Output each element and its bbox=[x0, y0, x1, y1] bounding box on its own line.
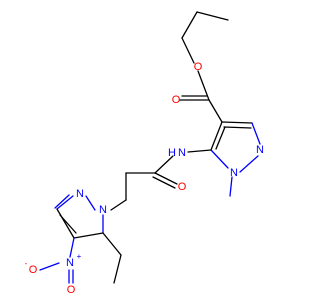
bond bbox=[56, 195, 74, 210]
bond bbox=[210, 149, 229, 169]
charge-plus: + bbox=[77, 252, 82, 261]
bond bbox=[69, 237, 75, 258]
bond bbox=[196, 11, 229, 21]
bond bbox=[215, 126, 226, 150]
bond bbox=[56, 208, 75, 239]
bond bbox=[181, 37, 195, 64]
atom-label-o: O bbox=[67, 284, 76, 296]
bond bbox=[251, 122, 261, 145]
bond bbox=[110, 199, 127, 211]
bond bbox=[154, 155, 174, 174]
bond bbox=[154, 172, 178, 185]
bond bbox=[239, 155, 259, 173]
atom-label-n: N bbox=[76, 188, 84, 200]
bond bbox=[59, 214, 77, 234]
bond bbox=[223, 126, 252, 129]
atom-label-n: N bbox=[178, 147, 186, 159]
charge-minus: - bbox=[25, 259, 28, 268]
bond bbox=[208, 99, 223, 123]
atom-label-o: O bbox=[178, 181, 187, 193]
bond bbox=[221, 121, 253, 124]
bond bbox=[85, 195, 96, 211]
bond bbox=[187, 149, 212, 153]
atom-label-n: N bbox=[230, 167, 238, 179]
molecule-structure: O O N N N H O N N N + O - O bbox=[25, 11, 264, 296]
atom-label-n: N bbox=[99, 204, 107, 216]
bond bbox=[181, 11, 198, 39]
bond bbox=[210, 121, 223, 151]
bond bbox=[73, 232, 104, 239]
molecule-diagram: O O N N N H O N N N + O - O bbox=[25, 11, 264, 296]
atom-label-o: O bbox=[172, 94, 181, 106]
atom-label-o: O bbox=[29, 264, 38, 276]
bond bbox=[39, 262, 60, 271]
bond bbox=[54, 194, 70, 209]
atom-label-n: N bbox=[66, 257, 74, 269]
bond bbox=[113, 254, 122, 284]
bond bbox=[102, 232, 122, 256]
atom-label-n: N bbox=[256, 144, 264, 156]
bond bbox=[229, 176, 233, 197]
bond bbox=[197, 70, 210, 101]
atom-label-h: H bbox=[168, 147, 176, 159]
bond bbox=[152, 176, 176, 189]
atom-label-o: O bbox=[194, 61, 203, 73]
